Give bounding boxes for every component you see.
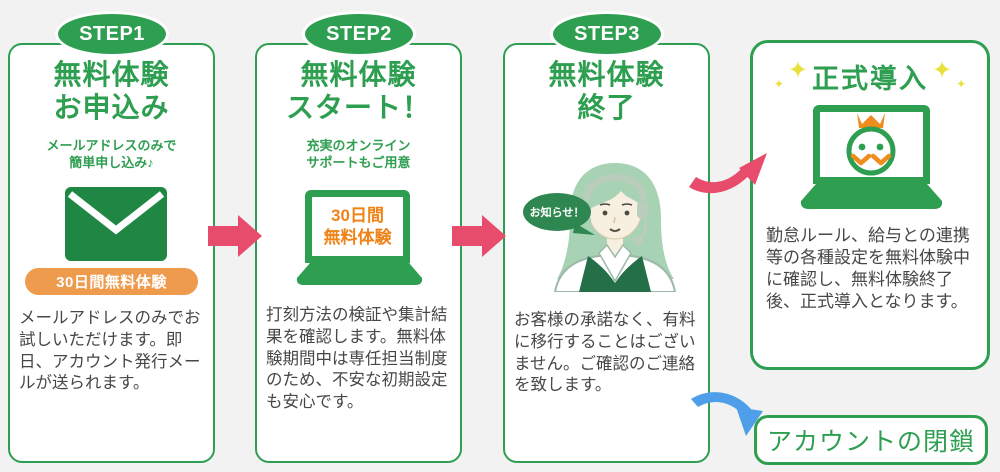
official-adoption-title: 正式導入 [812, 64, 928, 94]
speech-bubble-label: お知らせ！ [529, 207, 585, 219]
official-adoption-body-text: 勤怠ルール、給与との連携等の各種設定を無料体験中に確認し、無料体験終了後、正式導… [766, 226, 970, 312]
step2-title: 無料体験 スタート！ [257, 58, 460, 124]
step1-subtitle-line1: メールアドレスのみで [46, 138, 177, 153]
trial-ribbon-badge: 30日間無料体験 [25, 268, 198, 295]
step1-subtitle-line2: 簡単申し込み♪ [69, 155, 154, 170]
laptop-base [296, 263, 423, 285]
step2-card: 無料体験 スタート！ 充実のオンライン サポートもご用意 30日間 無料体験 [255, 43, 462, 463]
step2-body-text: 打刻方法の検証や集計結果を確認します。無料体験期間中は専任担当制度のため、不安な… [266, 306, 448, 412]
step1-subtitle: メールアドレスのみで 簡単申し込み♪ [10, 137, 213, 171]
step3-badge: STEP3 [550, 11, 664, 57]
support-operator-illustration [533, 157, 698, 293]
arrow-step2-to-step3-icon [452, 215, 506, 262]
arrow-step1-to-step2-icon [208, 215, 262, 262]
step2-subtitle-line1: 充実のオンライン [306, 138, 411, 153]
sparkle-icon: ✦ [956, 76, 967, 91]
step1-title-line1: 無料体験 [53, 59, 170, 90]
step3-title-line1: 無料体験 [548, 59, 665, 90]
step1-card: 無料体験 お申込み メールアドレスのみで 簡単申し込み♪ 30日間無料体験 メー… [8, 43, 215, 463]
sparkle-icon: ✦ [932, 57, 953, 84]
step1-title: 無料体験 お申込み [10, 58, 213, 124]
official-adoption-title-row: ✦ ✦ 正式導入 ✦ ✦ [753, 57, 987, 96]
account-closure-box: アカウントの閉鎖 [754, 415, 988, 465]
step1-body-text: メールアドレスのみでお試しいただけます。即日、アカウント発行メールが送られます。 [19, 309, 201, 393]
laptop-text-line2: 無料体験 [323, 227, 392, 247]
laptop-screen-text: 30日間 無料体験 [324, 205, 392, 248]
curved-arrow-to-adoption-icon [686, 146, 771, 199]
step2-subtitle-line2: サポートもご用意 [306, 155, 411, 170]
step1-title-line2: お申込み [53, 92, 170, 123]
step2-title-line2: スタート！ [285, 92, 431, 123]
step3-title-line2: 終了 [577, 92, 636, 123]
official-adoption-card: ✦ ✦ 正式導入 ✦ ✦ [750, 40, 990, 370]
laptop-base [800, 184, 943, 209]
sparkle-icon: ✦ [773, 76, 784, 91]
step2-badge: STEP2 [302, 11, 416, 57]
sparkle-icon: ✦ [787, 57, 808, 84]
mascot-face-icon [846, 113, 896, 176]
curved-arrow-to-closure-icon [688, 386, 768, 443]
speech-bubble: お知らせ！ [523, 193, 595, 235]
account-closure-label: アカウントの閉鎖 [766, 428, 975, 456]
step3-title: 無料体験 終了 [505, 58, 708, 124]
step2-subtitle: 充実のオンライン サポートもご用意 [257, 137, 460, 171]
laptop-text-line1: 30日間 [331, 206, 384, 226]
envelope-icon [65, 187, 167, 261]
step3-card: 無料体験 終了 [503, 43, 710, 463]
mascot-laptop-icon [800, 105, 943, 209]
laptop-icon: 30日間 無料体験 [296, 190, 423, 286]
step1-badge: STEP1 [55, 11, 169, 57]
speech-bubble-tail [573, 223, 597, 239]
step3-body-text: お客様の承諾なく、有料に移行することはございません。ご確認のご連絡を致します。 [514, 311, 696, 395]
step2-title-line1: 無料体験 [300, 59, 417, 90]
